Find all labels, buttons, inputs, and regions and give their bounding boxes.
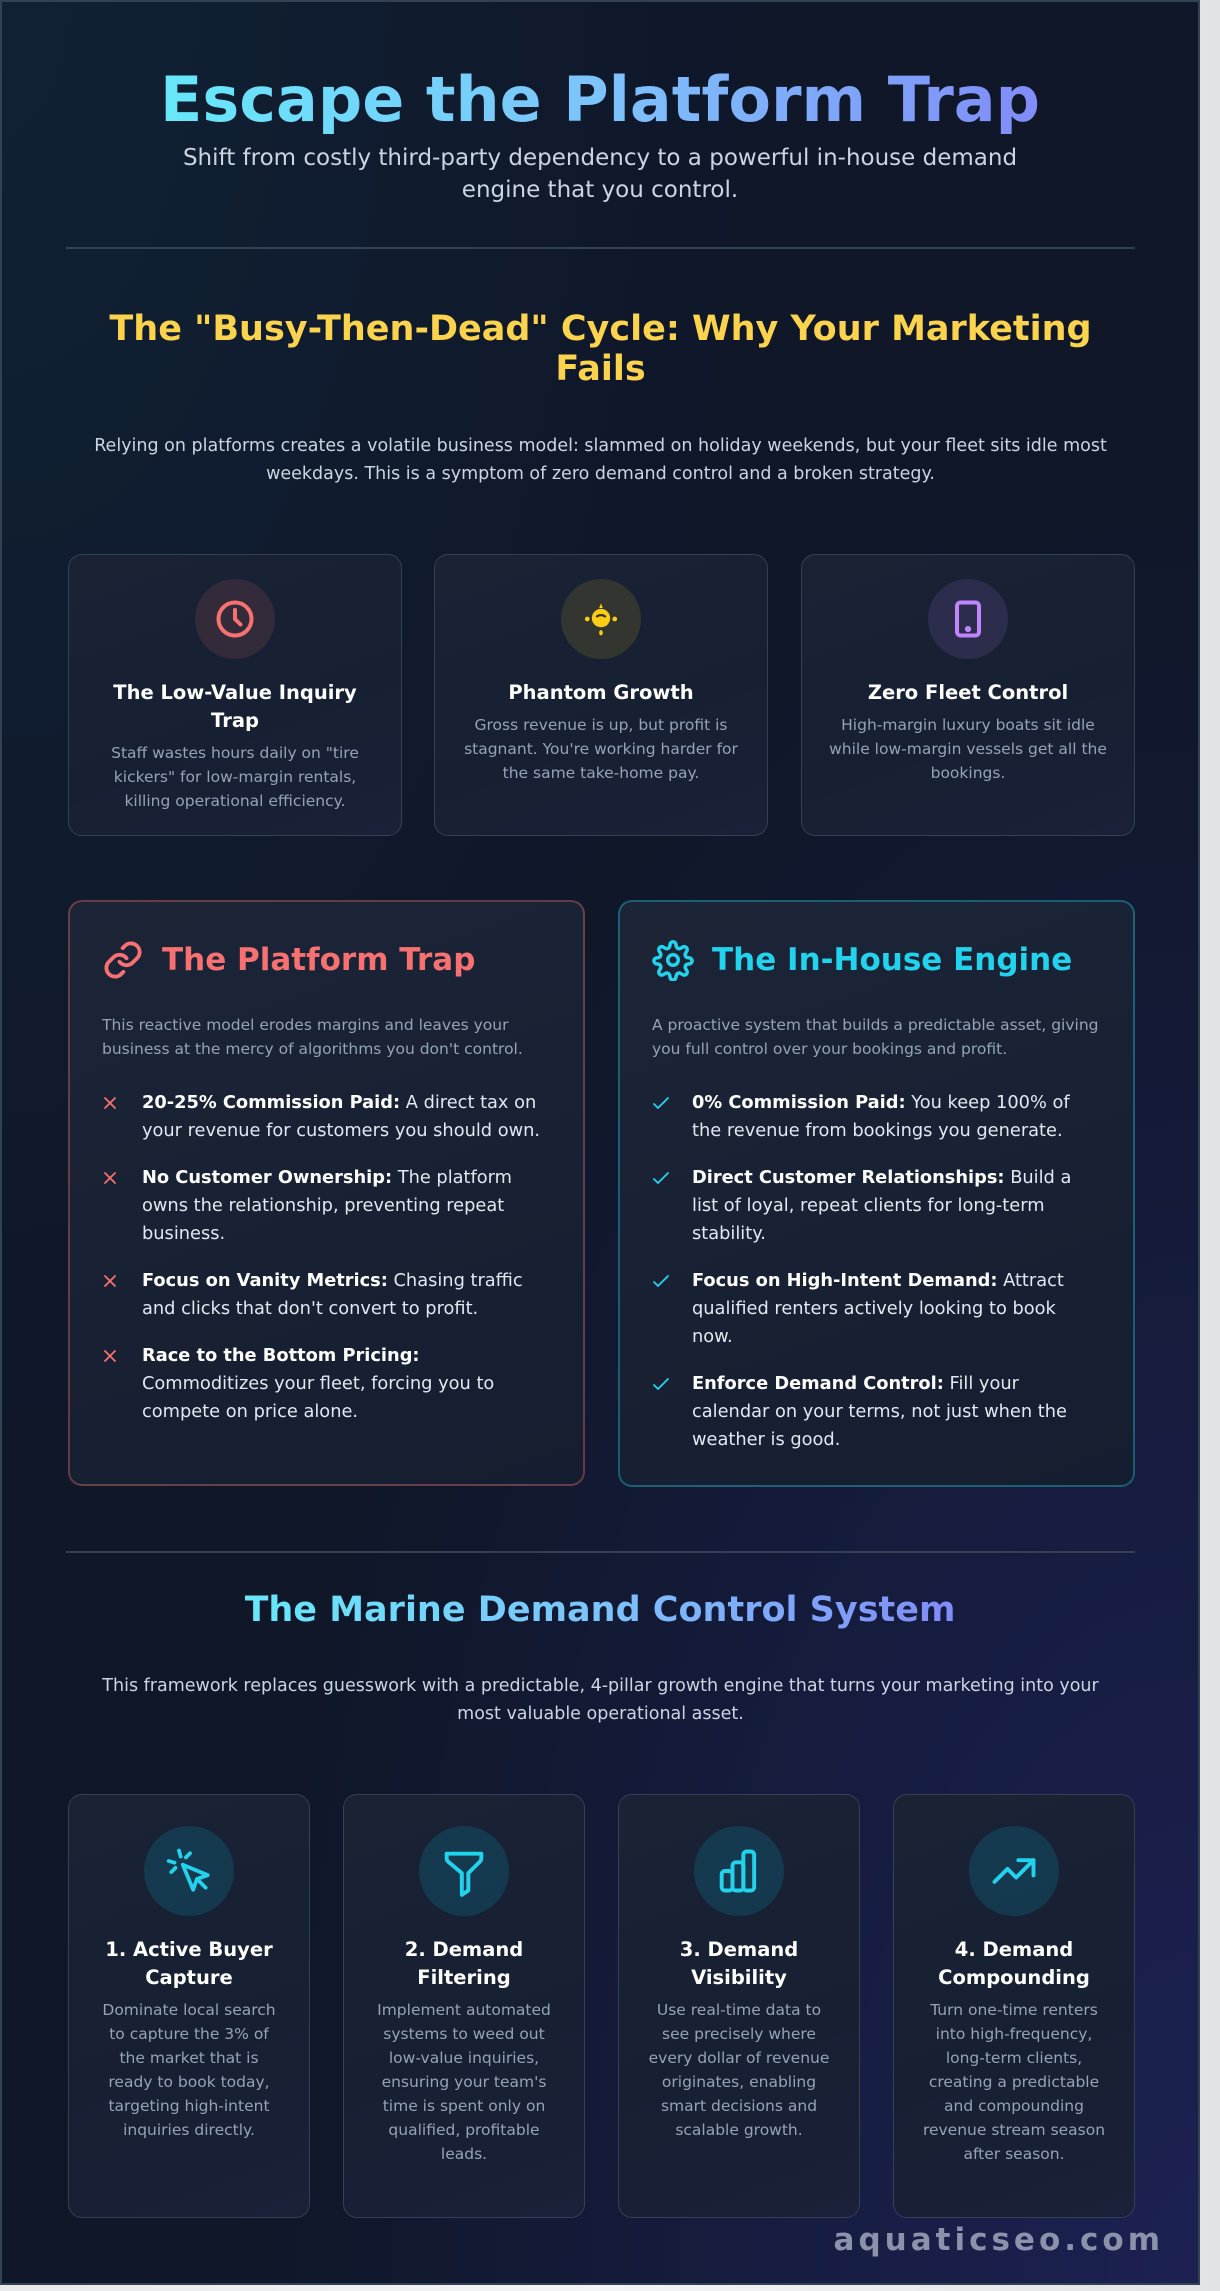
gear-icon (652, 940, 694, 981)
x-icon (102, 1342, 142, 1370)
check-icon (652, 1370, 692, 1398)
funnel-icon (419, 1826, 509, 1916)
list-item: No Customer Ownership: The platform owns… (102, 1164, 551, 1248)
hero-title: Escape the Platform Trap (2, 60, 1198, 140)
section-divider (66, 247, 1135, 249)
in-house-engine-description: A proactive system that builds a predict… (652, 1016, 1099, 1058)
tablet-icon (928, 579, 1008, 659)
check-icon (652, 1267, 692, 1295)
in-house-engine-panel: The In-House Engine A proactive system t… (618, 900, 1135, 1487)
pillar-card-demand-filtering: 2. Demand Filtering Implement automated … (343, 1794, 585, 2218)
list-item: Focus on High-Intent Demand: Attract qua… (652, 1267, 1101, 1351)
section-divider (66, 1551, 1135, 1553)
problem-card-zero-fleet-control: Zero Fleet Control High-margin luxury bo… (801, 554, 1135, 836)
card-title: 3. Demand Visibility (679, 1938, 799, 1989)
cycle-description: Relying on platforms creates a volatile … (94, 436, 1107, 484)
bar-chart-icon (694, 1826, 784, 1916)
list-item: Direct Customer Relationships: Build a l… (652, 1164, 1101, 1248)
in-house-engine-title: The In-House Engine (712, 942, 1073, 978)
platform-trap-description: This reactive model erodes margins and l… (102, 1016, 523, 1058)
card-title: Phantom Growth (508, 681, 694, 704)
clock-icon (195, 579, 275, 659)
card-title: 4. Demand Compounding (938, 1938, 1090, 1989)
list-item: Enforce Demand Control: Fill your calend… (652, 1370, 1101, 1454)
list-item: 20-25% Commission Paid: A direct tax on … (102, 1089, 551, 1145)
card-text: Dominate local search to capture the 3% … (102, 2001, 276, 2139)
card-text: Staff wastes hours daily on "tire kicker… (111, 744, 359, 810)
money-icon (561, 579, 641, 659)
check-icon (652, 1089, 692, 1117)
link-icon (104, 941, 142, 979)
card-text: Gross revenue is up, but profit is stagn… (464, 716, 738, 782)
platform-trap-title: The Platform Trap (162, 942, 476, 978)
pillar-card-demand-visibility: 3. Demand Visibility Use real-time data … (618, 1794, 860, 2218)
platform-trap-panel: The Platform Trap This reactive model er… (68, 900, 585, 1486)
x-icon (102, 1089, 142, 1117)
problem-card-phantom-growth: Phantom Growth Gross revenue is up, but … (434, 554, 768, 836)
list-item: Race to the Bottom Pricing: Commoditizes… (102, 1342, 551, 1426)
in-house-engine-header: The In-House Engine (652, 935, 1101, 985)
platform-trap-list: 20-25% Commission Paid: A direct tax on … (102, 1089, 551, 1426)
card-title: Zero Fleet Control (867, 681, 1069, 704)
x-icon (102, 1164, 142, 1192)
cycle-title: The "Busy-Then-Dead" Cycle: Why Your Mar… (109, 309, 1092, 389)
card-text: Turn one-time renters into high-frequenc… (922, 2001, 1106, 2163)
card-text: Use real-time data to see precisely wher… (648, 2001, 830, 2139)
card-text: Implement automated systems to weed out … (377, 2001, 551, 2163)
pillar-card-demand-compounding: 4. Demand Compounding Turn one-time rent… (893, 1794, 1135, 2218)
cursor-click-icon (144, 1826, 234, 1916)
pillar-card-active-buyer-capture: 1. Active Buyer Capture Dominate local s… (68, 1794, 310, 2218)
system-description: This framework replaces guesswork with a… (102, 1676, 1099, 1724)
in-house-engine-list: 0% Commission Paid: You keep 100% of the… (652, 1089, 1101, 1454)
list-item: Focus on Vanity Metrics: Chasing traffic… (102, 1267, 551, 1323)
trending-up-icon (969, 1826, 1059, 1916)
footer-brand: aquaticseo.com (833, 2222, 1164, 2258)
card-title: The Low-Value Inquiry Trap (113, 681, 357, 732)
hero-subtitle: Shift from costly third-party dependency… (182, 145, 1018, 203)
x-icon (102, 1267, 142, 1295)
check-icon (652, 1164, 692, 1192)
system-title: The Marine Demand Control System (2, 1586, 1198, 1634)
list-item: 0% Commission Paid: You keep 100% of the… (652, 1089, 1101, 1145)
card-title: 1. Active Buyer Capture (105, 1938, 273, 1989)
problem-card-low-value-inquiry: The Low-Value Inquiry Trap Staff wastes … (68, 554, 402, 836)
platform-trap-header: The Platform Trap (102, 935, 551, 985)
card-text: High-margin luxury boats sit idle while … (829, 716, 1107, 782)
card-title: 2. Demand Filtering (404, 1938, 524, 1989)
